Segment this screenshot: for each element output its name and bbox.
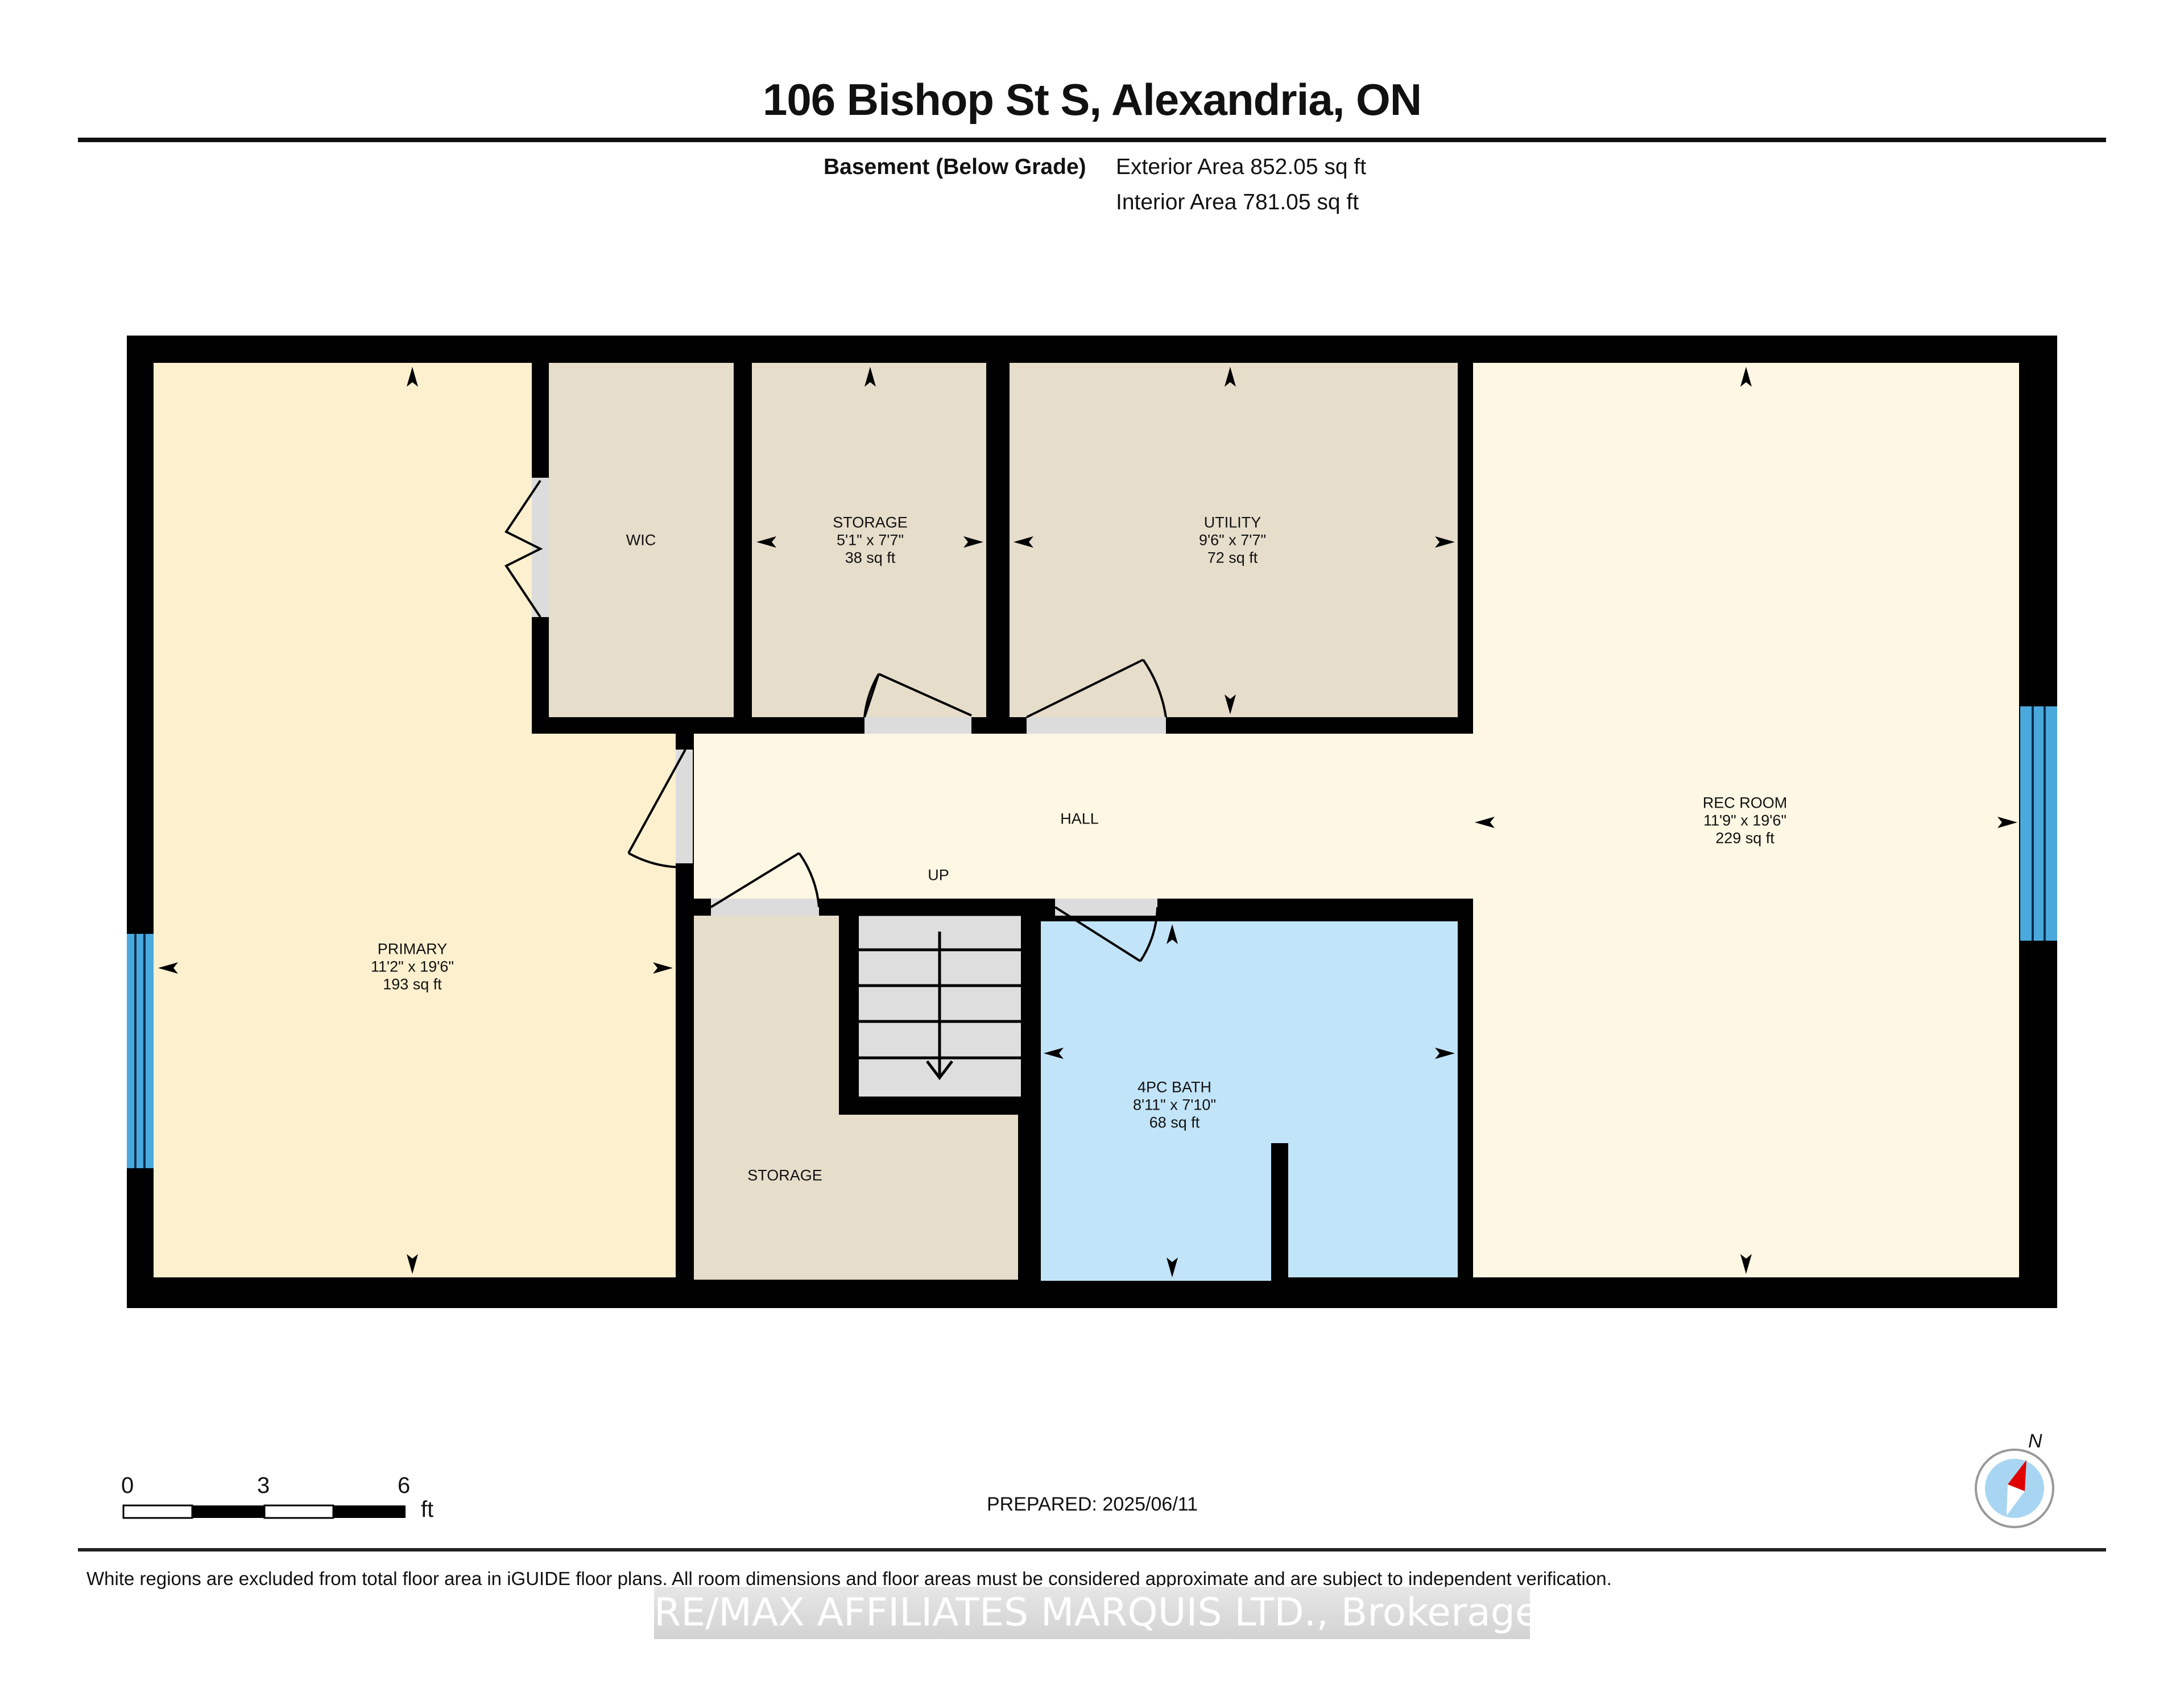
page-title: 106 Bishop St S, Alexandria, ON xyxy=(762,75,1422,125)
room-label-wic: WIC xyxy=(626,531,656,549)
room-hall xyxy=(694,734,1490,899)
room-label-hall: HALL xyxy=(1060,810,1099,828)
prepared-date: PREPARED: 2025/06/11 xyxy=(987,1493,1198,1515)
scale-tick-3: 3 xyxy=(257,1473,270,1498)
stair-arrow-icon xyxy=(926,932,953,1081)
exterior-area: Exterior Area 852.05 sq ft xyxy=(1116,155,1367,179)
room-storage-top xyxy=(752,363,986,717)
footer-divider xyxy=(78,1548,2106,1552)
scale-tick-6: 6 xyxy=(398,1473,411,1498)
interior-area: Interior Area 781.05 sq ft xyxy=(1116,190,1359,214)
floor-label: Basement (Below Grade) xyxy=(824,155,1086,179)
door-openings xyxy=(532,478,1166,916)
brokerage-watermark: RE/MAX AFFILIATES MARQUIS LTD., Brokerag… xyxy=(654,1587,1530,1639)
window-primary xyxy=(127,934,154,1168)
room-storage-bottom xyxy=(694,916,1018,1280)
room-rec-room xyxy=(1473,363,2019,1277)
scale-tick-0: 0 xyxy=(121,1473,134,1498)
title-divider xyxy=(78,138,2106,142)
scale-unit: ft xyxy=(421,1497,434,1522)
compass-icon xyxy=(1975,1449,2054,1528)
room-label-storage-bottom: STORAGE xyxy=(747,1166,822,1184)
room-wic xyxy=(549,363,734,717)
room-bath xyxy=(1041,921,1458,1281)
dimension-arrows xyxy=(158,367,2017,1277)
room-primary xyxy=(154,363,676,1277)
window-rec-room xyxy=(2020,706,2057,941)
scale-bar xyxy=(122,1504,406,1519)
disclaimer-text: White regions are excluded from total fl… xyxy=(86,1568,1612,1589)
room-utility xyxy=(1010,363,1458,717)
door-swings xyxy=(504,479,1167,962)
room-label-stairs-up: UP xyxy=(928,866,949,884)
compass-north-label: N xyxy=(2028,1430,2042,1452)
